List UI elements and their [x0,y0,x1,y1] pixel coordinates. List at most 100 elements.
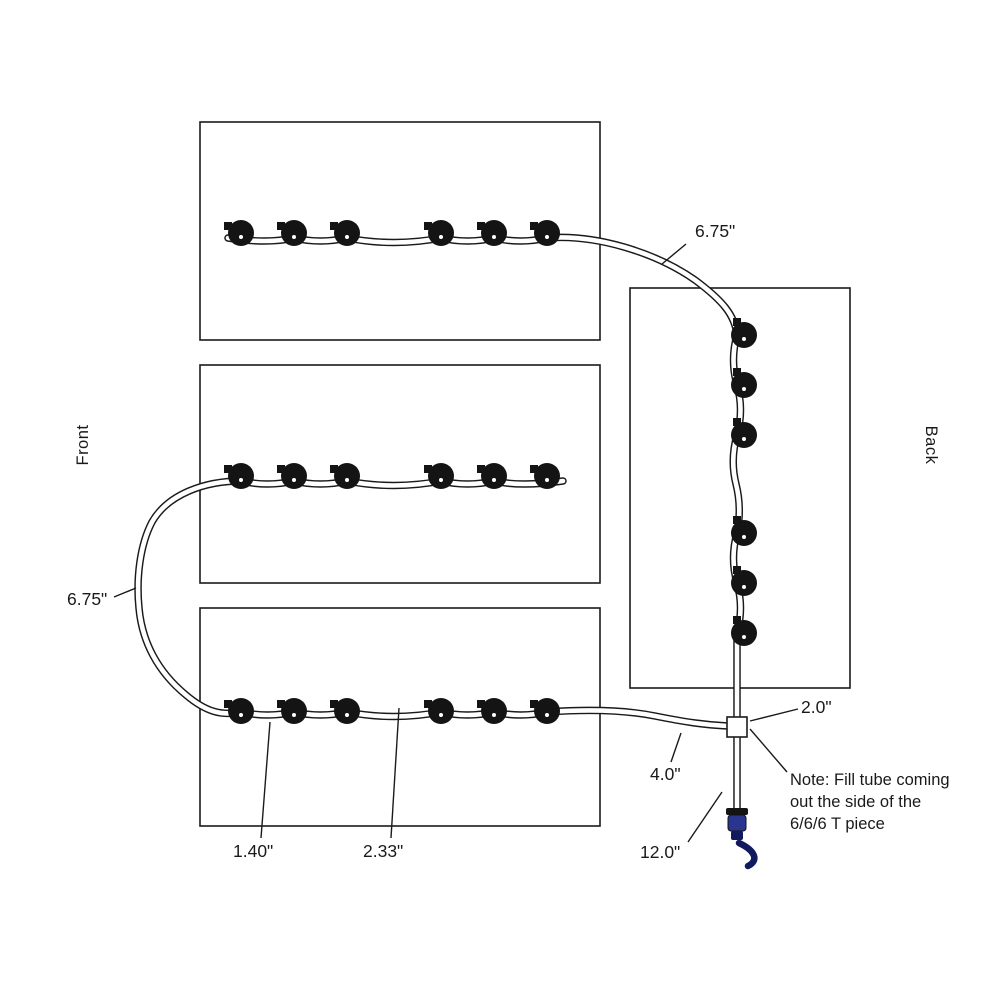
leader-lines [113,243,799,843]
nozzle [424,220,454,246]
nozzle-clip [530,700,538,708]
nozzle-body [334,463,360,489]
nozzle-body [481,220,507,246]
nozzle-clip [733,616,741,624]
nozzle-body [428,220,454,246]
nozzle-body [428,698,454,724]
nozzle-clip [224,222,232,230]
nozzle [731,616,757,646]
nozzle-body [534,698,560,724]
nozzle-spacing-large-label: 2.33" [363,841,403,861]
nozzle-clip [330,700,338,708]
nozzle-clip [530,222,538,230]
nozzle-body [534,463,560,489]
front-box-middle [199,364,601,584]
nozzle-clip [733,318,741,326]
nozzle-clip [224,465,232,473]
nozzle [477,463,507,489]
leader-top-length [661,243,687,265]
nozzle-row-bottom [224,698,560,724]
top-run-length-label: 6.75" [695,221,735,241]
nozzle-orifice [292,235,296,239]
nozzle-body [731,422,757,448]
nozzle-body [731,372,757,398]
connector-nut [726,808,748,815]
nozzle [424,698,454,724]
nozzle [224,698,254,724]
nozzle-clip [733,566,741,574]
nozzle-clip [530,465,538,473]
nozzle-clip [424,222,432,230]
nozzle-clip [733,368,741,376]
nozzle-orifice [239,235,243,239]
nozzle-orifice [239,713,243,717]
connector-stem [731,831,743,840]
labels-group: Front Back 6.75" 6.75" 2.0" 4.0" 12.0" 1… [67,221,950,862]
note-line-2: out the side of the [790,793,921,811]
nozzle-orifice [345,713,349,717]
nozzle-clip [424,700,432,708]
nozzle-orifice [742,387,746,391]
nozzle-orifice [292,713,296,717]
nozzle-clip [733,516,741,524]
nozzle-orifice [292,478,296,482]
nozzle-body [281,463,307,489]
nozzle [731,516,757,546]
leader-spacing-small [260,721,271,839]
leader-left-length [113,587,137,598]
nozzle-orifice [545,478,549,482]
nozzle-orifice [742,437,746,441]
nozzle-orifice [545,713,549,717]
tee-gap-label: 2.0" [801,697,832,717]
nozzle-body [731,570,757,596]
nozzle [277,463,307,489]
leader-fill-length [687,791,723,843]
nozzle-orifice [239,478,243,482]
nozzle-body [334,220,360,246]
nozzle [224,463,254,489]
nozzle [731,318,757,348]
nozzle-clip [330,222,338,230]
leader-tee-gap [749,708,799,722]
nozzle [424,463,454,489]
nozzle-orifice [492,478,496,482]
nozzle [330,220,360,246]
nozzle-orifice [545,235,549,239]
nozzle-clip [277,700,285,708]
nozzle [330,698,360,724]
nozzle-clip [330,465,338,473]
connector-tail [735,839,758,870]
nozzle-orifice [492,235,496,239]
nozzle-orifice [439,478,443,482]
nozzle-body [481,463,507,489]
nozzle [530,698,560,724]
nozzle-spacing-small-label: 1.40" [233,841,273,861]
nozzle-clip [224,700,232,708]
row-gap-label: 4.0" [650,764,681,784]
t-piece [726,716,748,738]
back-label: Back [922,426,940,465]
nozzle-body [228,698,254,724]
nozzle [224,220,254,246]
nozzle [477,220,507,246]
connector-body [727,814,747,832]
nozzle [277,698,307,724]
nozzle-body [731,520,757,546]
leader-spacing-large [390,707,400,839]
leader-row-gap [670,732,682,763]
nozzle-clip [424,465,432,473]
nozzle-orifice [742,585,746,589]
nozzle-body [534,220,560,246]
nozzle-orifice [742,635,746,639]
nozzle-clip [477,222,485,230]
leader-note [749,728,788,773]
nozzle-orifice [742,337,746,341]
nozzle-row-middle [224,463,560,489]
nozzle-body [731,322,757,348]
nozzle-orifice [742,535,746,539]
nozzle-body [731,620,757,646]
nozzle-body [281,220,307,246]
nozzle-column-back [731,318,757,646]
nozzle [477,698,507,724]
